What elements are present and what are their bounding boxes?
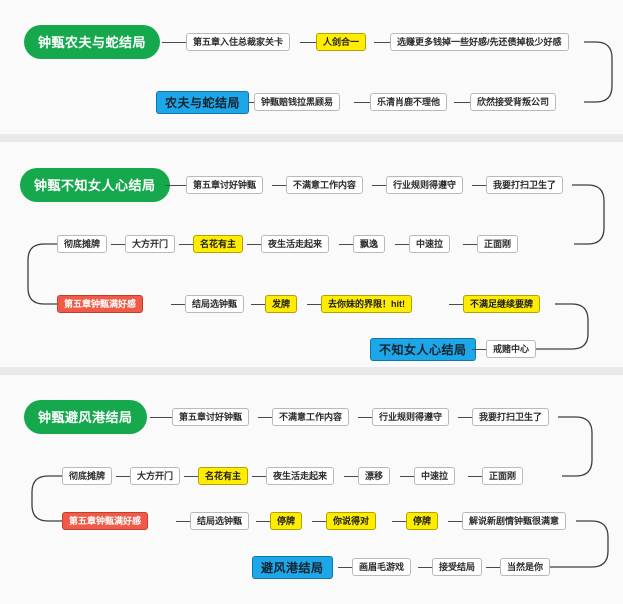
node-accept-ending[interactable]: 接受结局 — [432, 558, 483, 576]
node-unsatisfied-keep-asking[interactable]: 不满足继续要牌 — [463, 295, 541, 313]
node-open-door-generously[interactable]: 大方开门 — [125, 235, 176, 253]
connector — [300, 42, 316, 43]
connector — [176, 521, 190, 522]
connector — [184, 476, 198, 477]
wrap-curve-right — [584, 41, 613, 103]
node-gambling-rehab-center[interactable]: 戒赌中心 — [486, 340, 537, 358]
connector — [463, 244, 477, 245]
connector — [272, 185, 286, 186]
node-chapter5-zhongzhen-full-affinity[interactable]: 第五章钟甄满好感 — [57, 295, 144, 313]
node-unhappy-work-content-2[interactable]: 不满意工作内容 — [272, 408, 350, 426]
connector — [448, 521, 462, 522]
node-chapter5-please-zhongzhen[interactable]: 第五章讨好钟甄 — [186, 176, 264, 194]
connector — [312, 521, 326, 522]
node-earn-money-choice[interactable]: 选赚更多钱掉一些好感/先还债掉极少好感 — [390, 33, 569, 51]
node-screw-boundary-hit[interactable]: 去你妹的界限！hit! — [321, 295, 412, 313]
connector — [252, 476, 266, 477]
node-ending-farmer-snake[interactable]: 农夫与蛇结局 — [156, 91, 250, 114]
connector — [251, 304, 265, 305]
node-deal-cards[interactable]: 发牌 — [265, 295, 298, 313]
connector — [372, 185, 386, 186]
node-ending-choose-zhongzhen-2[interactable]: 结局选钟甄 — [190, 512, 250, 530]
node-eyebrow-drawing-game[interactable]: 画眉毛游戏 — [352, 558, 412, 576]
connector — [307, 304, 321, 305]
connector — [258, 417, 272, 418]
node-industry-rules-2[interactable]: 行业规则得遵守 — [372, 408, 450, 426]
node-man-sword-unity[interactable]: 人剑合一 — [316, 33, 367, 51]
connector — [354, 102, 370, 103]
connector — [116, 476, 130, 477]
connector — [486, 567, 500, 568]
node-going-to-clean-2[interactable]: 我要打扫卫生了 — [472, 408, 550, 426]
node-explain-new-plot-satisfied[interactable]: 解说新剧情钟甄很满意 — [462, 512, 567, 530]
section-title-farmer-snake[interactable]: 钟甄农夫与蛇结局 — [24, 25, 161, 59]
node-stand-cards-2[interactable]: 停牌 — [406, 512, 439, 530]
section-unknown-woman-heart: 钟甄不知女人心结局 第五章讨好钟甄 不满意工作内容 行业规则得遵守 我要打扫卫生… — [0, 142, 623, 367]
node-fully-reveal-2[interactable]: 彻底摊牌 — [62, 467, 113, 485]
node-fully-reveal[interactable]: 彻底摊牌 — [57, 235, 108, 253]
connector — [179, 244, 193, 245]
node-stand-cards-1[interactable]: 停牌 — [270, 512, 303, 530]
node-drift-elegant[interactable]: 飘逸 — [353, 235, 386, 253]
connector — [256, 521, 270, 522]
connector — [344, 476, 358, 477]
connector — [454, 102, 470, 103]
connector — [339, 244, 353, 245]
connector — [392, 521, 406, 522]
node-medium-speed-pull[interactable]: 中速拉 — [409, 235, 451, 253]
node-open-door-generously-2[interactable]: 大方开门 — [130, 467, 181, 485]
node-ending-unknown-woman-heart[interactable]: 不知女人心结局 — [370, 338, 476, 361]
connector — [358, 417, 372, 418]
section-farmer-snake: 钟甄农夫与蛇结局 第五章入住总裁家关卡 人剑合一 选赚更多钱掉一些好感/先还债掉… — [0, 0, 623, 134]
node-already-taken-2[interactable]: 名花有主 — [198, 467, 249, 485]
node-medium-speed-pull-2[interactable]: 中速拉 — [414, 467, 456, 485]
connector — [374, 42, 390, 43]
connector — [458, 417, 472, 418]
section-title-safe-harbor[interactable]: 钟甄避风港结局 — [24, 400, 147, 434]
connector — [111, 244, 125, 245]
node-unhappy-work-content[interactable]: 不满意工作内容 — [286, 176, 364, 194]
node-chapter5-please-zhongzhen-2[interactable]: 第五章讨好钟甄 — [172, 408, 250, 426]
node-ending-choose-zhongzhen[interactable]: 结局选钟甄 — [185, 295, 245, 313]
node-drift[interactable]: 漂移 — [358, 467, 391, 485]
node-chapter5-zhongzhen-full-affinity-2[interactable]: 第五章钟甄满好感 — [62, 512, 149, 530]
connector — [468, 476, 482, 477]
connector — [338, 567, 352, 568]
connector — [171, 304, 185, 305]
connector — [150, 417, 172, 418]
node-of-course-its-you[interactable]: 当然是你 — [500, 558, 551, 576]
connector — [395, 244, 409, 245]
node-you-are-right[interactable]: 你说得对 — [326, 512, 377, 530]
connector — [472, 185, 486, 186]
node-accept-betray-company[interactable]: 欣然接受背叛公司 — [470, 93, 557, 111]
connector — [247, 244, 261, 245]
connector — [472, 349, 486, 350]
connector — [162, 42, 186, 43]
node-zhongzhen-compensate-block[interactable]: 钟甄赔钱拉黑顾易 — [254, 93, 341, 111]
node-ending-safe-harbor[interactable]: 避风港结局 — [252, 556, 333, 579]
node-going-to-clean[interactable]: 我要打扫卫生了 — [486, 176, 564, 194]
connector — [165, 185, 186, 186]
connector — [400, 476, 414, 477]
connector — [418, 567, 432, 568]
node-nightlife-start-2[interactable]: 夜生活走起来 — [266, 467, 335, 485]
node-leqing-xiaolu-ignore[interactable]: 乐清肖鹿不理他 — [370, 93, 448, 111]
node-head-on-fight-2[interactable]: 正面刚 — [482, 467, 524, 485]
node-already-taken[interactable]: 名花有主 — [193, 235, 244, 253]
section-safe-harbor: 钟甄避风港结局 第五章讨好钟甄 不满意工作内容 行业规则得遵守 我要打扫卫生了 … — [0, 375, 623, 604]
connector — [449, 304, 463, 305]
node-chapter5-move-in[interactable]: 第五章入住总裁家关卡 — [186, 33, 291, 51]
node-industry-rules[interactable]: 行业规则得遵守 — [386, 176, 464, 194]
node-head-on-fight[interactable]: 正面刚 — [477, 235, 519, 253]
node-nightlife-start[interactable]: 夜生活走起来 — [261, 235, 330, 253]
section-title-unknown-woman-heart[interactable]: 钟甄不知女人心结局 — [20, 168, 170, 202]
